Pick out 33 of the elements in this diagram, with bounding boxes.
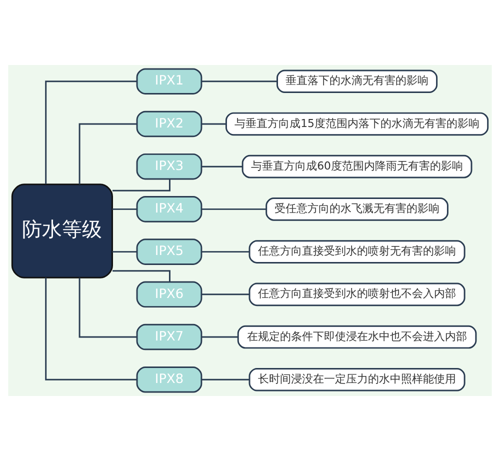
connector xyxy=(202,293,250,295)
node-box: 垂直落下的水滴无有害的影响 xyxy=(276,69,438,92)
connector xyxy=(112,250,137,252)
connector xyxy=(202,80,278,82)
node-box: 受任意方向的水飞溅无有害的影响 xyxy=(266,197,448,220)
connector xyxy=(78,277,137,338)
connector xyxy=(202,208,266,210)
connector xyxy=(112,178,170,191)
node-box: IPX7 xyxy=(136,323,202,350)
node-box: IPX1 xyxy=(136,68,202,94)
node-box: 在规定的条件下即使浸在水中也不会进入内部 xyxy=(237,324,477,348)
node-box: IPX8 xyxy=(136,366,202,392)
connector xyxy=(202,250,250,252)
node-box: IPX3 xyxy=(136,152,202,180)
connector xyxy=(112,208,137,210)
node-box: 任意方向直接受到水的喷射无有害的影响 xyxy=(248,240,466,263)
node-box: IPX2 xyxy=(136,110,202,137)
connector xyxy=(202,378,250,380)
node-box: IPX6 xyxy=(136,280,202,308)
node-box: 长时间浸没在一定压力的水中照样能使用 xyxy=(248,368,466,391)
connector xyxy=(45,277,137,380)
connector xyxy=(112,270,170,282)
connector xyxy=(45,80,137,184)
node-box: IPX4 xyxy=(136,196,202,222)
connector xyxy=(202,336,238,338)
connector xyxy=(78,122,137,184)
node-box: 与垂直方向成60度范围内降雨无有害的影响 xyxy=(242,154,472,178)
connector xyxy=(202,165,242,167)
connector xyxy=(202,122,226,124)
node-box: 防水等级 xyxy=(11,183,113,278)
node-box: 与垂直方向成15度范围内落下的水滴无有害的影响 xyxy=(225,112,489,136)
node-box: 任意方向直接受到水的喷射也不会入内部 xyxy=(248,282,466,306)
node-box: IPX5 xyxy=(136,238,202,264)
